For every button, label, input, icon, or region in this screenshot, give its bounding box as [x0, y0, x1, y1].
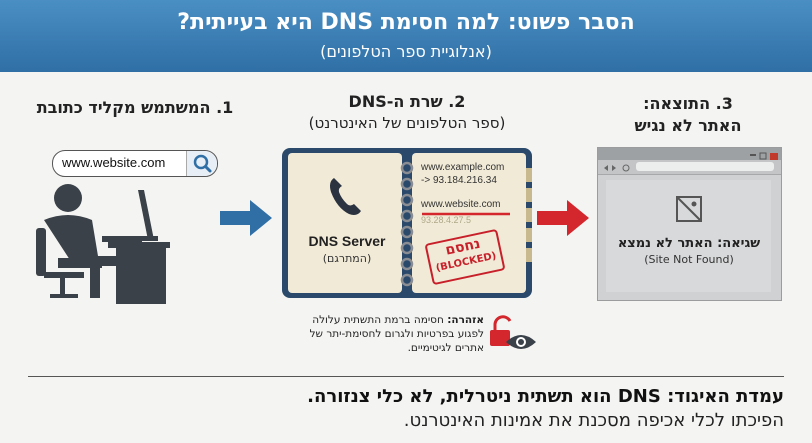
entry1-ip: -> 93.184.216.34 [421, 175, 497, 186]
browser-content [606, 180, 771, 292]
broken-lock-icon [490, 315, 512, 346]
eye-icon [506, 335, 536, 349]
dns-server-sublabel: (המתרגם) [322, 252, 372, 265]
position-statement: עמדת האיגוד: DNS הוא תשתית ניטרלית, לא כ… [307, 386, 784, 407]
step3-result: האתר לא נגיש [634, 116, 742, 135]
browser-titlebar [598, 148, 781, 161]
entry2-ip: 93.28.4.27.5 [421, 215, 472, 225]
browser-navbar [598, 160, 781, 175]
broken-page-icon [676, 196, 702, 222]
header-banner: הסבר פשוט: למה חסימת DNS היא בעייתית? (א… [0, 0, 812, 72]
phone-book-icon [282, 148, 532, 298]
search-bar[interactable]: www.website.com [52, 150, 218, 177]
step2-subtitle: (ספר הטלפונים של האינטרנט) [308, 114, 506, 132]
warning-label: אזהרה: [447, 314, 484, 326]
search-button[interactable] [186, 151, 217, 176]
position-detail: הפיכתו לכלי אכיפה מסכנת את אמינות האינטר… [403, 410, 784, 431]
user-at-computer-icon [36, 184, 170, 304]
step1-title: 1. המשתמש מקליד כתובת [36, 98, 234, 117]
entry1-domain: www.example.com [421, 162, 505, 173]
arrow-right-blue [220, 200, 272, 236]
warning-text: חסימה ברמת התשתית עלולה לפגוע בפרטיות ול… [309, 314, 484, 354]
search-icon [193, 154, 212, 173]
entry2-domain: www.website.com [421, 199, 501, 210]
error-message-en: (Site Not Found) [644, 253, 734, 266]
step3-title: 3. התוצאה: [643, 94, 733, 113]
page-title: הסבר פשוט: למה חסימת DNS היא בעייתית? [177, 10, 635, 35]
browser-window [597, 147, 782, 301]
step2-title: 2. שרת ה-DNS [348, 92, 466, 111]
warning-note: אזהרה: חסימה ברמת התשתית עלולה לפגוע בפר… [292, 313, 484, 355]
page-subtitle: (אנלוגיית ספר הטלפונים) [320, 42, 492, 61]
address-bar[interactable] [636, 162, 774, 171]
dns-server-label: DNS Server [308, 233, 386, 249]
phone-icon [330, 178, 361, 215]
divider [28, 376, 784, 377]
arrow-right-red [537, 200, 589, 236]
search-input[interactable]: www.website.com [62, 155, 166, 170]
error-message: שגיאה: האתר לא נמצא [617, 236, 761, 251]
